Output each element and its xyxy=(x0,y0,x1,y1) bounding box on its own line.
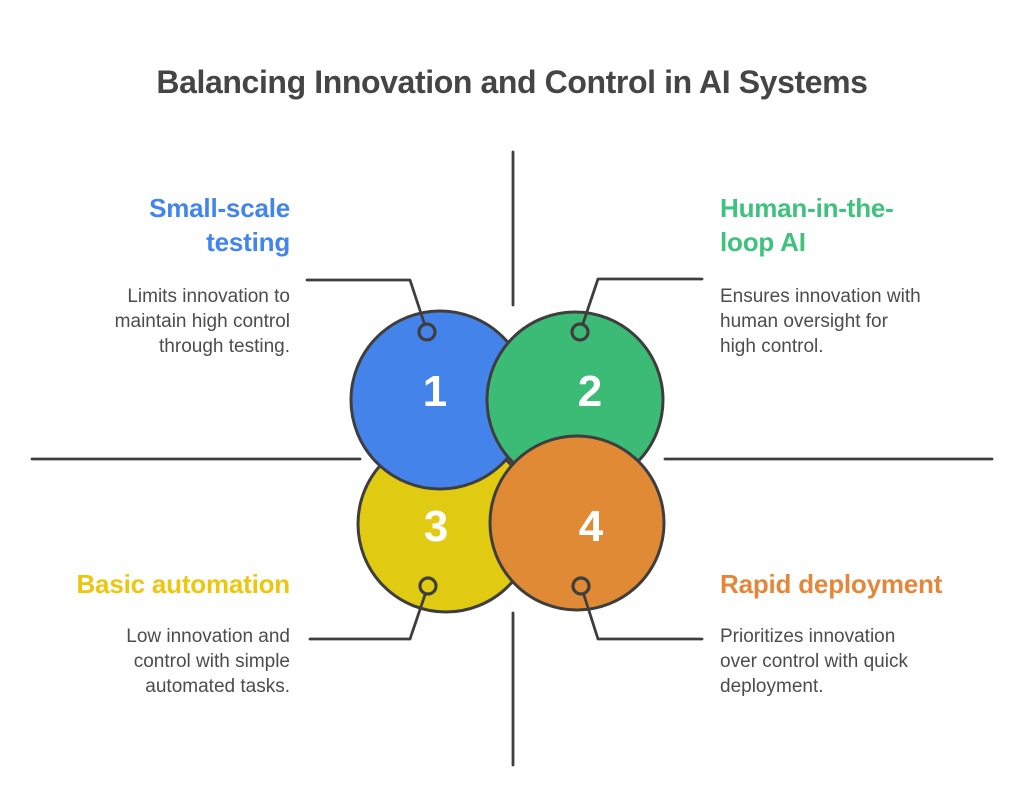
connector-line-3 xyxy=(308,593,427,641)
circle-number-2: 2 xyxy=(578,367,602,416)
diagram-strokes xyxy=(30,150,994,767)
connector-anchor-ring-3 xyxy=(418,576,438,596)
quadrant-description-human-in-the-loop-ai: Ensures innovation with human oversight … xyxy=(720,286,921,357)
circle-number-3: 3 xyxy=(424,502,448,551)
quadrant-heading-human-in-the-loop-ai: Human-in-the- loop AI xyxy=(720,193,894,257)
quadrant-description-small-scale-testing: Limits innovation to maintain high contr… xyxy=(114,286,290,357)
connector-line-2 xyxy=(581,277,704,325)
circle-number-1: 1 xyxy=(423,367,447,416)
connector-anchor-ring-2 xyxy=(570,322,590,342)
connector-line-1 xyxy=(305,278,426,325)
connector-line-4 xyxy=(582,593,704,641)
circle-4-rapid-deployment xyxy=(488,434,666,612)
quadrant-heading-basic-automation: Basic automation xyxy=(76,569,290,599)
connector-anchor-ring-4 xyxy=(571,576,591,596)
quadrant-heading-rapid-deployment: Rapid deployment xyxy=(720,569,943,599)
quadrant-description-basic-automation: Low innovation and control with simple a… xyxy=(126,626,290,697)
connector-anchor-ring-1 xyxy=(417,322,437,342)
quadrant-description-rapid-deployment: Prioritizes innovation over control with… xyxy=(720,626,908,697)
quadrant-heading-small-scale-testing: Small-scale testing xyxy=(149,193,290,257)
page-title: Balancing Innovation and Control in AI S… xyxy=(156,64,868,100)
circle-number-4: 4 xyxy=(579,502,604,551)
circle-numbers: 1 2 3 4 xyxy=(423,367,604,551)
